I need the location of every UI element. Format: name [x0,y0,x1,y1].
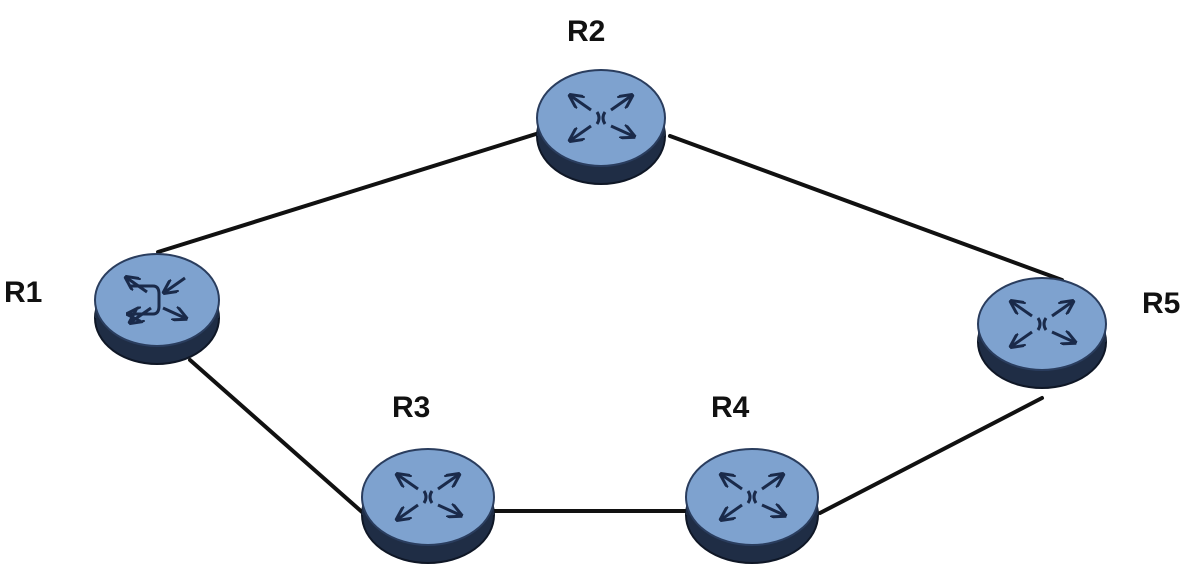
router-label-r5: R5 [1142,287,1180,320]
router-label-r2: R2 [567,15,605,48]
link-r4-r5 [818,396,1044,515]
router-label-r4: R4 [711,391,750,424]
router-label-r3: R3 [392,391,430,424]
labels: R1 R2 R3 R4 R5 [4,15,1180,424]
router-icon [127,278,185,322]
router-icon [722,475,784,519]
router-r4[interactable] [685,448,819,564]
router-label-r1: R1 [4,276,42,309]
router-icon [571,96,633,140]
link-r2-r5 [668,134,1064,282]
router-r2[interactable] [536,69,666,185]
router-icon [398,475,460,519]
router-r1[interactable] [94,253,220,365]
links [156,132,1064,515]
router-r3[interactable] [361,448,495,564]
router-r5[interactable] [977,277,1107,389]
link-r1-r2 [156,132,538,254]
link-r1-r3 [188,358,364,514]
router-icon [1012,302,1074,346]
routers [94,69,1107,564]
